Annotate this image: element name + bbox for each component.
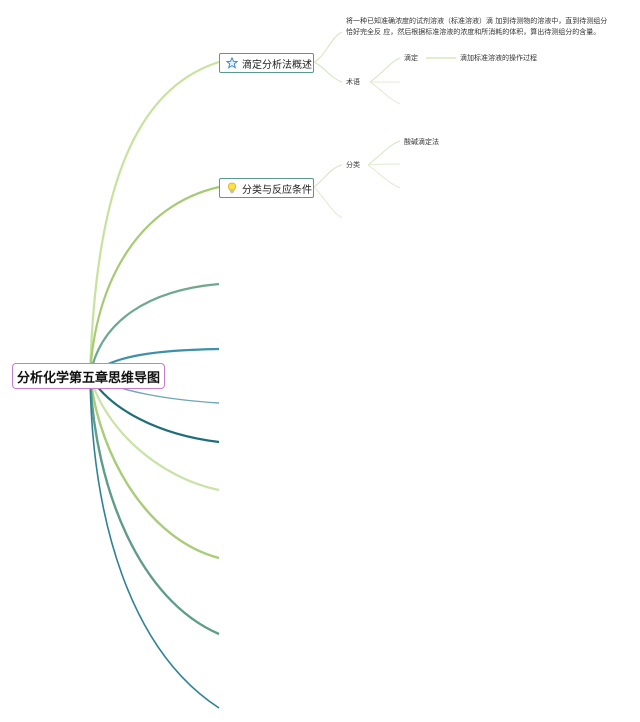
branch-line-2: [88, 185, 220, 377]
term-titration: 滴定: [404, 54, 418, 62]
root-topic[interactable]: 分析化学第五章思维导图: [12, 363, 165, 389]
definition-text: 将一种已知准确浓度的试剂溶液（标准溶液）滴 加到待测物的溶液中，直到待测组分恰好…: [346, 17, 608, 36]
branch-node-classification-conditions[interactable]: 分类与反应条件: [219, 178, 314, 198]
term-titration-description: 滴加标准溶液的操作过程: [460, 54, 537, 62]
star-icon: [226, 57, 238, 69]
terms-empty-2: [369, 81, 401, 105]
terms-label: 术语: [346, 78, 360, 86]
classification-to-acidbase: [367, 140, 401, 166]
lightbulb-icon: [226, 182, 238, 194]
branch-node-label: 滴定分析法概述: [242, 59, 312, 71]
branch-line-1: [88, 60, 220, 377]
branch-line-3: [88, 282, 220, 377]
node2-empty: [313, 186, 343, 219]
branch-line-9: [88, 375, 220, 636]
node1-to-terms: [313, 61, 343, 83]
branch-line-7: [88, 375, 220, 492]
branch-node-titration-overview[interactable]: 滴定分析法概述: [219, 53, 314, 73]
node1-to-definition: [313, 31, 343, 63]
branch-node-label: 分类与反应条件: [242, 184, 312, 196]
branch-line-10: [89, 375, 220, 709]
classification-empty-2: [367, 164, 401, 189]
node2-to-classification: [313, 164, 343, 188]
terms-to-titration: [369, 57, 401, 83]
branch-line-8: [88, 375, 220, 560]
classification-label: 分类: [346, 161, 360, 169]
root-topic-label: 分析化学第五章思维导图: [16, 370, 160, 386]
classification-acid-base: 酸碱滴定法: [404, 138, 439, 146]
classification-empty-1: [367, 163, 401, 166]
